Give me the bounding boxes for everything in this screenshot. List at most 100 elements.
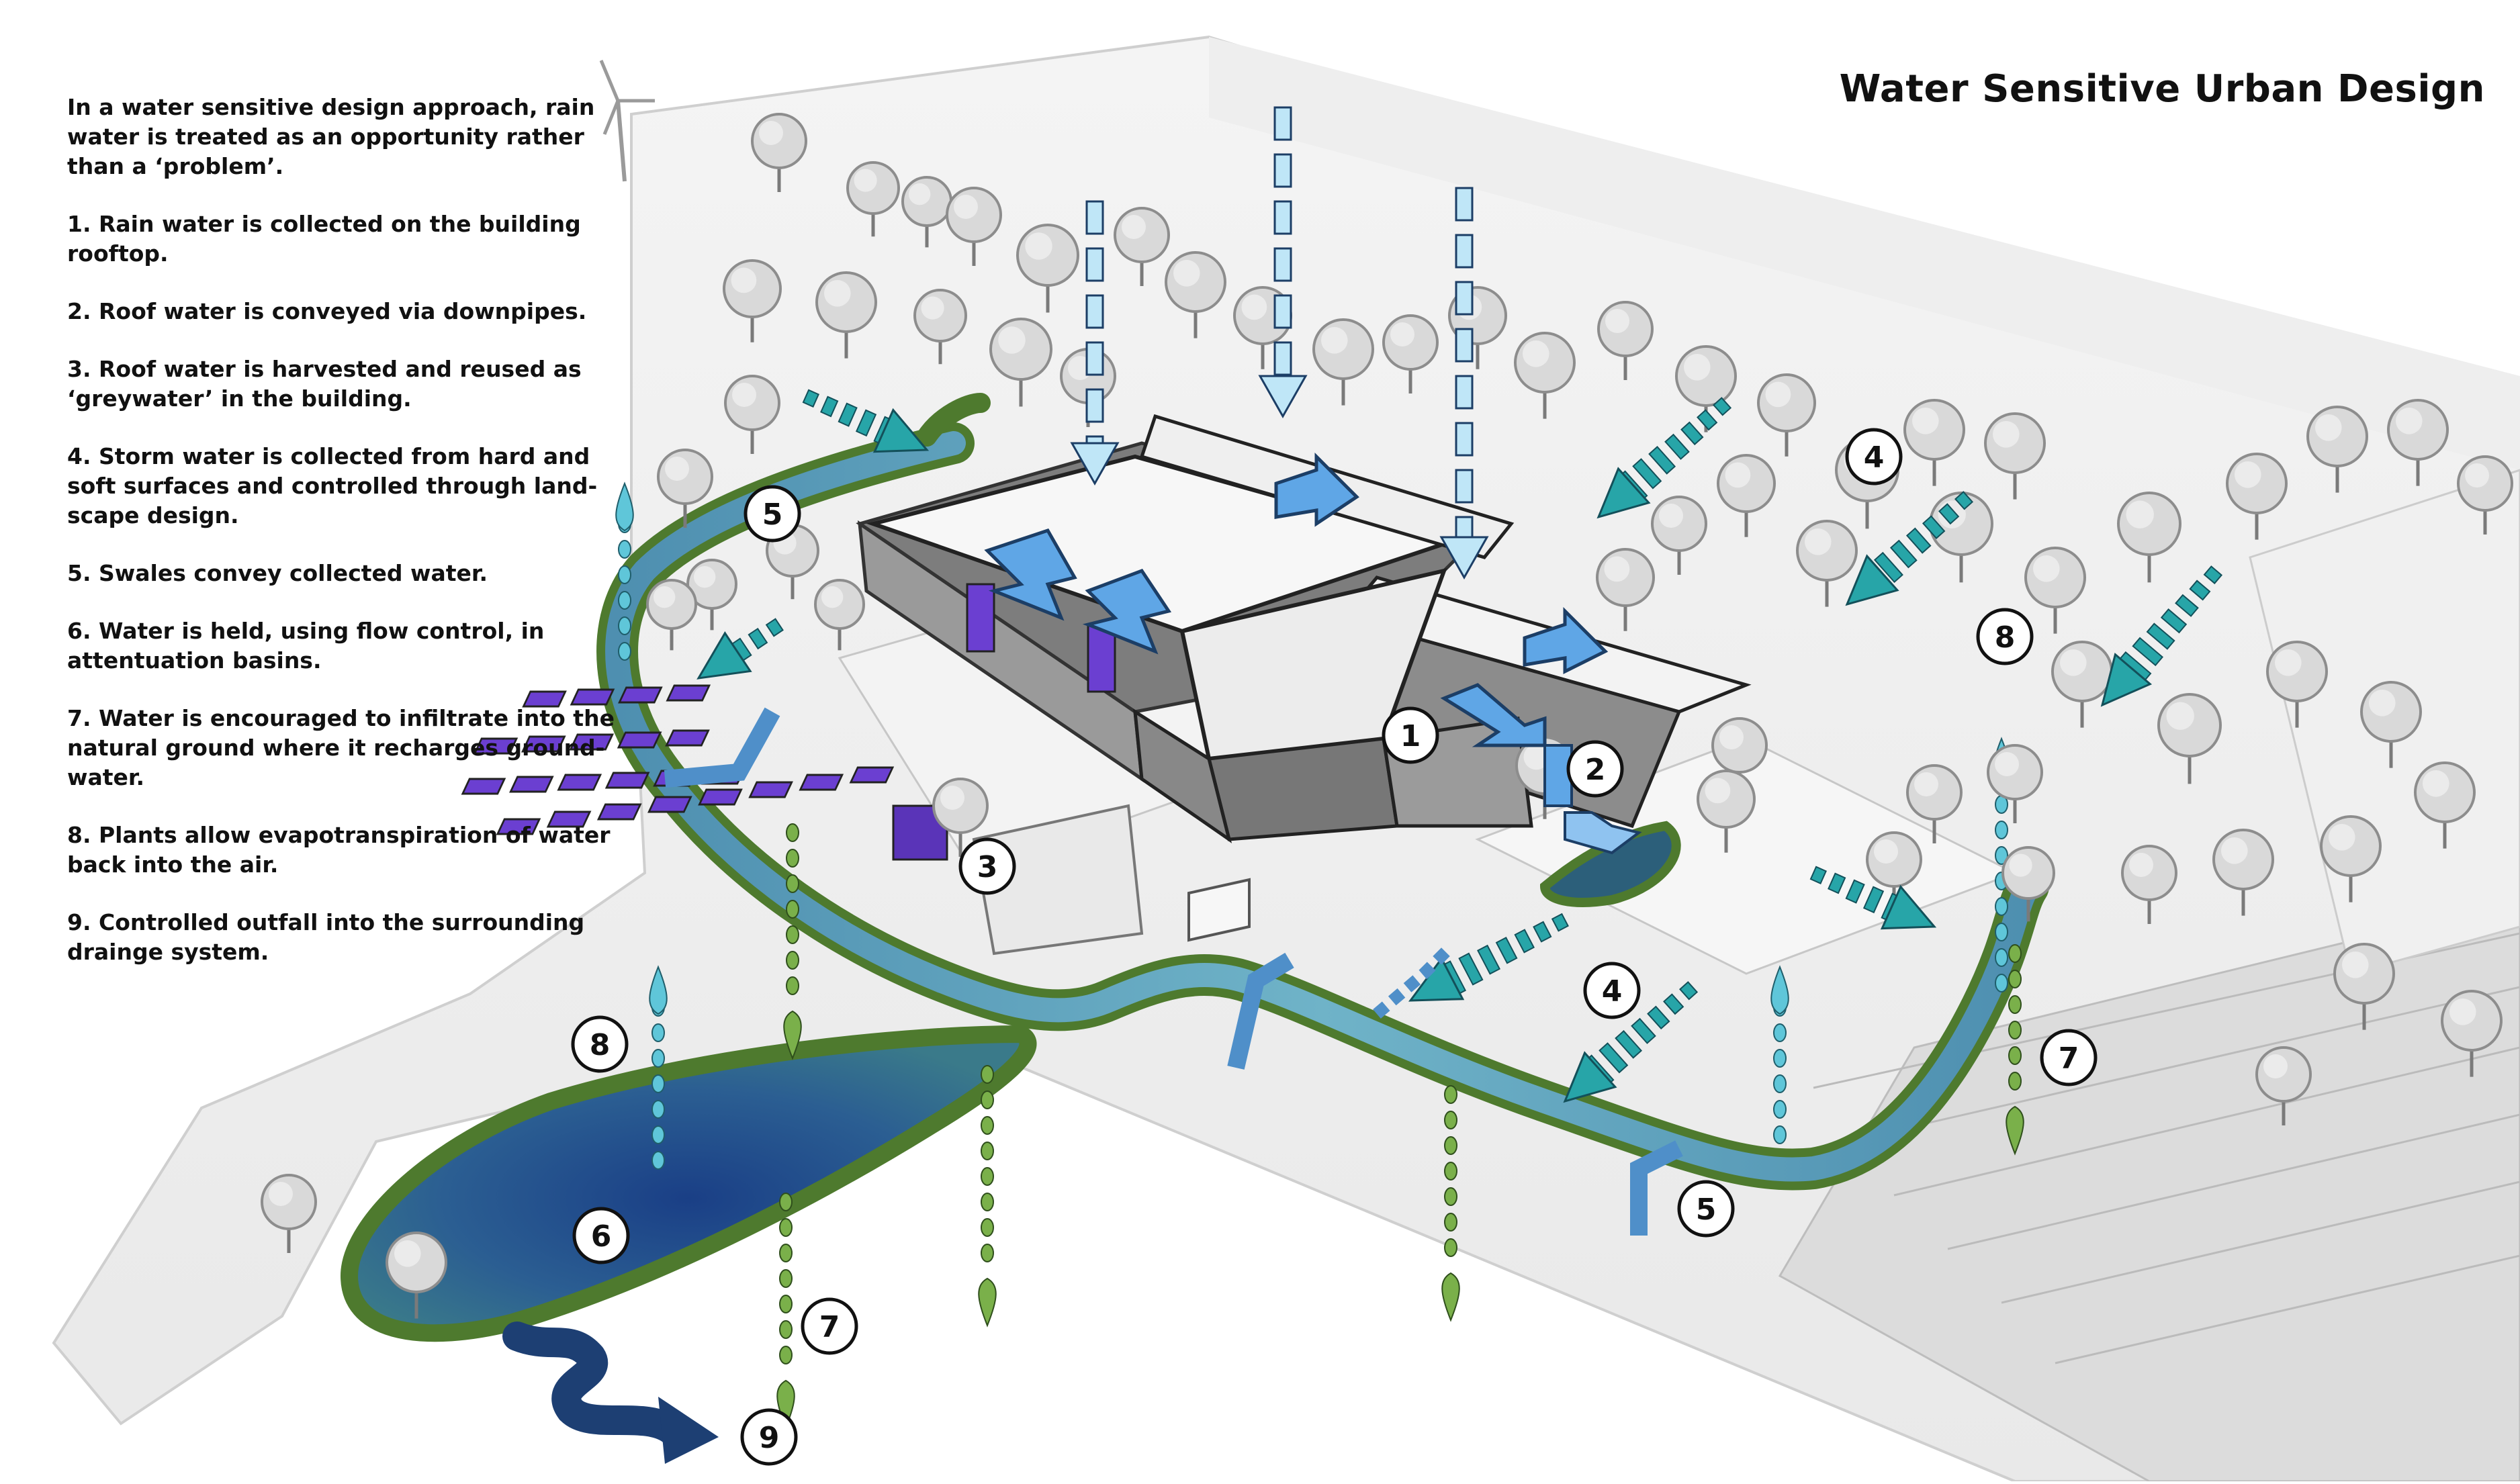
solar-panel: [849, 766, 895, 784]
legend-item-6: 6. Water is held, using flow control, in…: [67, 618, 545, 674]
tree-icon: [1596, 548, 1655, 631]
tree-icon: [1651, 496, 1707, 575]
tree-icon: [2117, 492, 2181, 583]
tree-icon: [815, 271, 877, 359]
solar-panel: [461, 778, 506, 795]
roof-flow-arrow-icon: [984, 528, 1077, 621]
tree-icon: [1984, 412, 2046, 500]
number-marker-label: 8: [590, 1028, 611, 1062]
tree-icon: [1675, 345, 1737, 432]
tree-icon: [2360, 681, 2422, 768]
tree-icon: [2457, 455, 2513, 535]
solar-panel: [617, 731, 662, 749]
tree-icon: [814, 579, 865, 651]
tree-icon: [2157, 693, 2222, 784]
solar-panel: [618, 686, 663, 704]
tree-icon: [989, 318, 1052, 407]
roof-flow-arrow-icon: [1082, 568, 1172, 655]
tree-icon: [1796, 520, 1858, 607]
number-marker: 7: [801, 1297, 858, 1355]
stormwater-arrow-icon: [802, 389, 930, 453]
tree-icon: [932, 778, 989, 857]
solar-panel: [522, 690, 567, 708]
tree-icon: [1987, 744, 2043, 823]
legend-item-1: 1. Rain water is collected on the buildi…: [67, 211, 581, 267]
tree-icon: [2387, 399, 2449, 486]
solar-panel: [570, 688, 615, 706]
tree-icon: [946, 187, 1002, 266]
roof-flow-arrow-icon: [1523, 606, 1609, 675]
number-marker: 7: [2040, 1029, 2098, 1086]
tree-icon: [2226, 453, 2288, 540]
tree-icon: [1717, 454, 1776, 537]
infiltration-drops-icon: [783, 823, 802, 1060]
rain-arrow-icon: [1439, 187, 1489, 580]
tree-icon: [1165, 251, 1226, 338]
number-marker: 8: [571, 1015, 629, 1073]
number-marker: 1: [1382, 706, 1439, 764]
legend-item-7: 7. Water is encouraged to infiltrate int…: [67, 705, 615, 790]
number-marker: 9: [740, 1408, 798, 1466]
solar-panel: [521, 735, 566, 753]
solar-panel: [496, 818, 541, 835]
tree-icon: [1757, 373, 1816, 457]
evapotranspiration-drops-icon: [1770, 965, 1789, 1144]
legend-item-5: 5. Swales convey collected water.: [67, 560, 488, 586]
tree-icon: [724, 375, 780, 454]
tree-icon: [261, 1174, 317, 1253]
number-marker-label: 3: [977, 850, 998, 884]
tree-icon: [2212, 829, 2274, 916]
stormwater-arrow-icon: [1845, 491, 1974, 606]
solar-panel: [665, 729, 710, 747]
roof-flow-arrows: [984, 452, 1642, 855]
roof-flow-arrow-icon: [1440, 683, 1547, 747]
tree-icon: [2266, 641, 2328, 728]
legend-item-3: 3. Roof water is harvested and reused as…: [67, 356, 582, 412]
solar-panel-rows: [461, 684, 895, 835]
tree-icon: [2121, 845, 2177, 924]
stormwater-arrow-icon: [1809, 866, 1937, 930]
evapotranspiration-drops-icon: [649, 965, 668, 1170]
tree-icon: [913, 289, 967, 365]
tree-icon: [2333, 943, 2395, 1030]
tree-icon: [2320, 815, 2382, 902]
number-marker: 8: [1976, 608, 2034, 665]
tree-icon: [1903, 399, 1965, 486]
legend-intro: In a water sensitive design approach, ra…: [67, 94, 595, 179]
solar-panel: [647, 796, 692, 813]
rain-arrow-icon: [1070, 200, 1120, 486]
tree-icon: [1906, 764, 1963, 843]
number-marker-label: 5: [762, 498, 783, 532]
number-marker-label: 8: [1995, 620, 2016, 655]
infiltration-drops-icon: [978, 1065, 997, 1328]
solar-panel: [473, 737, 519, 755]
infiltration-drops-group: [776, 823, 2024, 1430]
solar-panel: [596, 803, 642, 821]
tree-icon: [1514, 332, 1576, 419]
number-marker-label: 4: [1602, 974, 1623, 1009]
number-marker-label: 7: [819, 1310, 840, 1344]
swale-flow-chevrons: [664, 707, 1683, 1236]
number-marker: 4: [1583, 962, 1641, 1019]
solar-panel: [546, 810, 592, 828]
tree-icon: [657, 449, 713, 528]
number-marker-label: 6: [591, 1219, 612, 1254]
tree-icon: [1114, 207, 1170, 286]
solar-panel: [569, 733, 615, 751]
outfall-arrow-icon: [658, 1397, 719, 1464]
tree-icon: [646, 579, 697, 651]
tree-icon: [2255, 1046, 2312, 1125]
number-marker: 5: [744, 485, 801, 543]
number-marker-label: 7: [2059, 1041, 2079, 1076]
tree-icon: [2024, 547, 2086, 634]
solar-panel: [698, 788, 743, 806]
stormwater-arrow-icon: [1408, 913, 1569, 1002]
tree-icon: [901, 176, 952, 248]
solar-panel: [748, 781, 793, 798]
evapotranspiration-drops-icon: [615, 481, 634, 661]
legend-item-8: 8. Plants allow evapotranspiration of wa…: [67, 822, 611, 878]
number-marker: 6: [572, 1207, 630, 1264]
solar-panel: [509, 776, 554, 793]
number-marker: 5: [1677, 1180, 1735, 1238]
